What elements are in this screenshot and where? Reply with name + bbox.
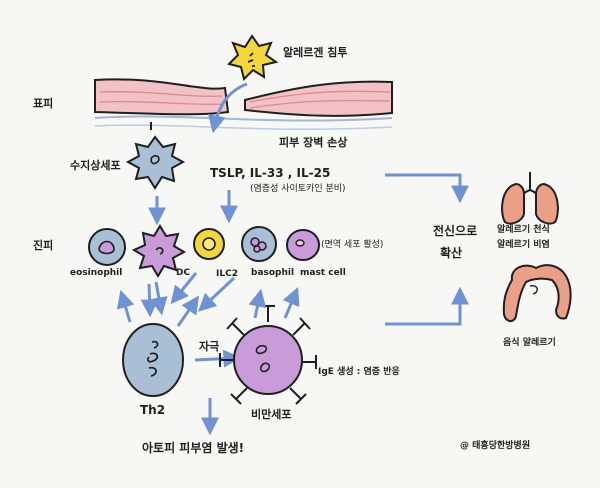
cell-label-mast: mast cell [300,268,346,278]
langerhans-label: 수지상세포 [70,159,121,172]
cytokines-label: TSLP, IL-33 , IL-25 [210,166,331,180]
cell-label-dc: DC [176,268,191,278]
arrow-systemic-bottom [385,286,469,326]
skin-layers [94,78,393,130]
barrier-damage-label: 피부 장벽 손상 [279,136,348,149]
arrow-systemic-top [385,173,469,204]
ige-label: IgE 생성 : 염증 반응 [318,367,400,377]
ilc2-icon [193,228,225,260]
dc-cell-icon [131,224,187,278]
mast-cell-icon [219,305,317,405]
mast-cell-label: 비만세포 [251,408,292,421]
cell-label-basophil: basophil [251,268,295,278]
rhinitis-label: 알레르기 비염 [497,240,550,250]
th2-label: Th2 [140,403,166,417]
cytokines-note: (염증성 사이토카인 분비) [250,184,346,194]
intestine-icon [502,264,572,322]
basophil-icon [241,226,277,262]
allergen-label: 알레르겐 침투 [283,46,348,59]
mast-cell-small-icon [286,229,320,261]
eosinophil-icon [88,228,126,266]
arrow-allergen-in [207,82,248,134]
credit-label: @ 태흥당한방병원 [460,441,531,451]
allergen-icon [227,34,279,81]
cell-label-eosinophil: eosinophil [70,268,123,278]
th2-cell-icon [122,323,184,397]
atopic-label: 아토피 피부염 발생! [142,441,245,455]
stimulus-label: 자극 [199,340,220,353]
epidermis-label: 표피 [33,97,54,110]
asthma-label: 알레르기 천식 [497,225,550,235]
th2-arrows [116,272,236,327]
immune-activation-label: (면역 세포 활성) [321,240,384,250]
arrow-stimulus [194,349,242,368]
systemic-label-1: 전신으로 [433,224,478,238]
food-allergy-label: 음식 알레르기 [503,338,556,348]
cell-label-ilc2: ILC2 [216,269,238,279]
mast-up-arrows [248,287,300,319]
lungs-icon [501,172,559,225]
langerhans-cell-icon [125,135,186,190]
dermis-label: 진피 [33,239,54,252]
systemic-label-2: 확산 [440,246,463,260]
